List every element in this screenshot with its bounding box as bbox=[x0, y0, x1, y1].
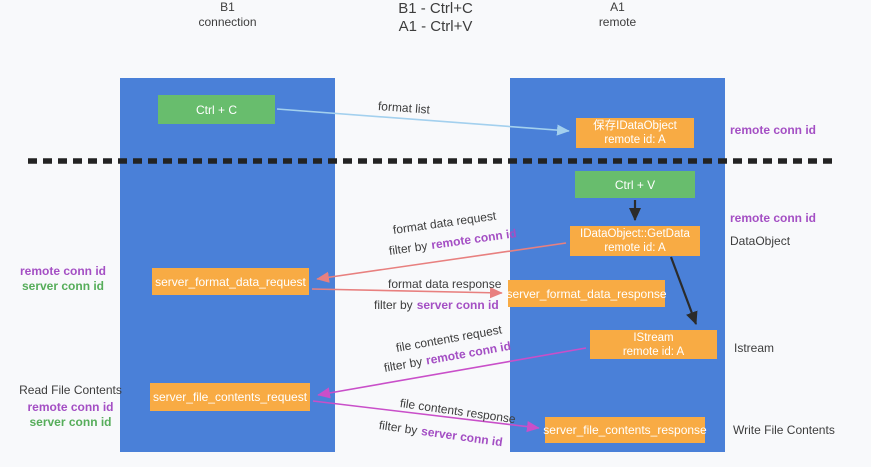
title-line-1: B1 - Ctrl+C bbox=[398, 0, 473, 17]
format-data-response-label: format data response bbox=[388, 277, 502, 291]
server-format-data-response-box: server_format_data_response bbox=[506, 280, 667, 307]
save-dataobject-line2: remote id: A bbox=[604, 134, 666, 146]
getdata-line2: remote id: A bbox=[604, 242, 666, 254]
right-remote-conn-id-mid: remote conn id bbox=[730, 211, 817, 225]
save-dataobject-box: 保存IDataObject remote id: A bbox=[576, 118, 694, 148]
left-conn-id-stack-file: remote conn id server conn id bbox=[13, 400, 128, 430]
right-remote-conn-id-top: remote conn id bbox=[730, 123, 817, 137]
left-remote-conn-id-1: remote conn id bbox=[19, 264, 106, 278]
format-list-label: format list bbox=[377, 99, 431, 117]
istream-line2: remote id: A bbox=[622, 345, 685, 358]
filter-by-text: filter by bbox=[378, 418, 419, 438]
remote-conn-id-text: remote conn id bbox=[430, 226, 518, 252]
left-conn-id-stack-format: remote conn id server conn id bbox=[8, 264, 118, 294]
title-line-2: A1 - Ctrl+V bbox=[398, 18, 473, 35]
left-server-conn-id-2: server conn id bbox=[29, 415, 112, 429]
left-read-file-contents-label: Read File Contents bbox=[19, 383, 122, 397]
right-istream-label: Istream bbox=[734, 341, 775, 355]
ctrl-c-box: Ctrl + C bbox=[158, 95, 275, 124]
server-file-contents-request-box: server_file_contents_request bbox=[150, 383, 310, 411]
column-b1-subtitle: connection bbox=[198, 15, 257, 29]
left-remote-conn-id-2: remote conn id bbox=[27, 400, 114, 414]
column-a1-name: A1 bbox=[610, 0, 625, 14]
server-file-contents-response-box: server_file_contents_response bbox=[543, 417, 707, 443]
column-header-a1: A1 remote bbox=[510, 0, 725, 30]
getdata-line1: IDataObject::GetData bbox=[580, 228, 690, 240]
istream-line1: IStream bbox=[633, 331, 674, 344]
server-conn-id-text: server conn id bbox=[416, 298, 499, 312]
idataobject-getdata-box: IDataObject::GetData remote id: A bbox=[570, 226, 700, 256]
server-conn-id-text: server conn id bbox=[420, 424, 504, 450]
server-format-data-request-box: server_format_data_request bbox=[152, 268, 309, 295]
filter-by-text: filter by bbox=[374, 298, 413, 312]
filter-by-text: filter by bbox=[382, 354, 424, 375]
ctrl-v-box: Ctrl + V bbox=[575, 171, 695, 198]
column-a1-subtitle: remote bbox=[598, 15, 637, 29]
filter-by-text: filter by bbox=[388, 238, 429, 258]
istream-box: IStream remote id: A bbox=[590, 330, 717, 359]
right-write-file-contents-label: Write File Contents bbox=[733, 423, 835, 437]
save-dataobject-line1: 保存IDataObject bbox=[593, 120, 677, 132]
left-server-conn-id-1: server conn id bbox=[21, 279, 105, 293]
file-contents-response-label: file contents response bbox=[399, 396, 517, 427]
column-header-b1: B1 connection bbox=[120, 0, 335, 30]
right-dataobject-label: DataObject bbox=[730, 234, 791, 248]
diagram-title: B1 - Ctrl+C A1 - Ctrl+V bbox=[0, 0, 871, 36]
column-b1-name: B1 bbox=[220, 0, 235, 14]
